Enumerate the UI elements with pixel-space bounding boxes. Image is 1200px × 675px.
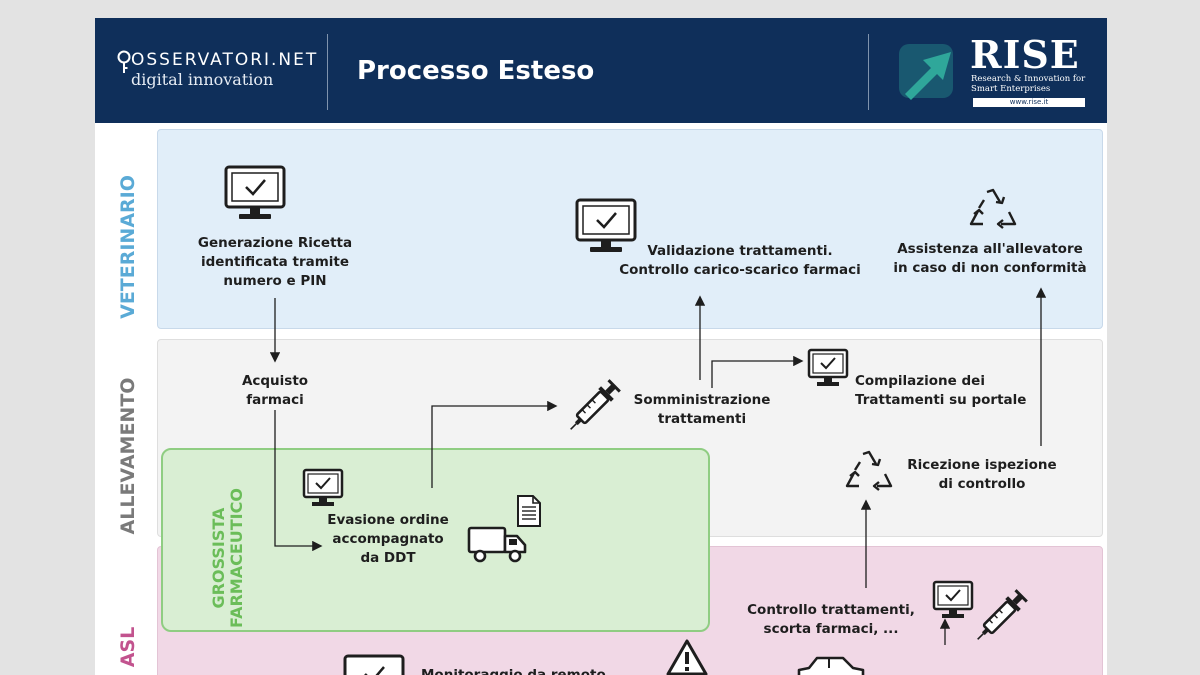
computer-check-icon <box>575 198 637 252</box>
car-icon <box>797 656 865 675</box>
truck-icon <box>467 526 527 563</box>
arrow-evasione-to-somministrazione <box>431 400 558 488</box>
step-evasione: Evasione ordine accompagnato da DDT <box>327 512 449 566</box>
step-controllo: Controllo trattamenti, scorta farmaci, .… <box>747 602 915 637</box>
computer-check-icon <box>807 348 849 386</box>
recycle-icon <box>969 188 1017 229</box>
header-divider <box>868 34 869 110</box>
step-acquisto: Acquisto farmaci <box>241 373 309 408</box>
step-ricezione: Ricezione ispezione di controllo <box>907 457 1057 492</box>
header-divider <box>327 34 328 110</box>
step-generazione-ricetta: Generazione Ricetta identificata tramite… <box>197 235 353 289</box>
step-somministrazione: Somministrazione trattamenti <box>633 392 771 427</box>
flow-arrows <box>269 287 1047 645</box>
computer-check-icon <box>932 580 974 618</box>
warning-icon <box>666 639 708 675</box>
lane-grossista <box>161 448 710 632</box>
syringe-icon <box>570 379 621 430</box>
computer-check-icon <box>343 654 405 675</box>
computer-check-icon <box>224 165 286 219</box>
arrow-somministrazione-to-compilazione <box>711 355 804 388</box>
osservatori-logo: OSSERVATORI.NET digital innovation <box>131 50 318 89</box>
key-logo-icon <box>117 50 131 73</box>
logo-left-line1: OSSERVATORI.NET <box>131 50 319 70</box>
step-monitoraggio: Monitoraggio da remoto <box>421 667 606 675</box>
header-bar: OSSERVATORI.NET digital innovation Proce… <box>95 18 1107 123</box>
step-assistenza: Assistenza all'allevatore in caso di non… <box>893 241 1087 276</box>
logo-left-line2: digital innovation <box>131 70 274 89</box>
recycle-icon <box>845 450 893 491</box>
arrow-acquisto-to-evasione <box>274 410 323 552</box>
page-title: Processo Esteso <box>357 56 595 86</box>
rise-logo-subtitle: Research & Innovation for Smart Enterpri… <box>971 74 1086 94</box>
step-validazione: Validazione trattamenti. Controllo caric… <box>619 243 861 278</box>
slide: OSSERVATORI.NET digital innovation Proce… <box>95 18 1107 675</box>
computer-check-icon <box>302 468 344 506</box>
syringe-icon <box>977 589 1028 640</box>
rise-arrow-logo-icon <box>899 44 953 100</box>
rise-logo-word: RISE <box>970 32 1080 77</box>
rise-logo-url: www.rise.it <box>973 98 1085 107</box>
step-compilazione: Compilazione dei Trattamenti su portale <box>855 373 1027 408</box>
document-icon <box>517 495 541 527</box>
